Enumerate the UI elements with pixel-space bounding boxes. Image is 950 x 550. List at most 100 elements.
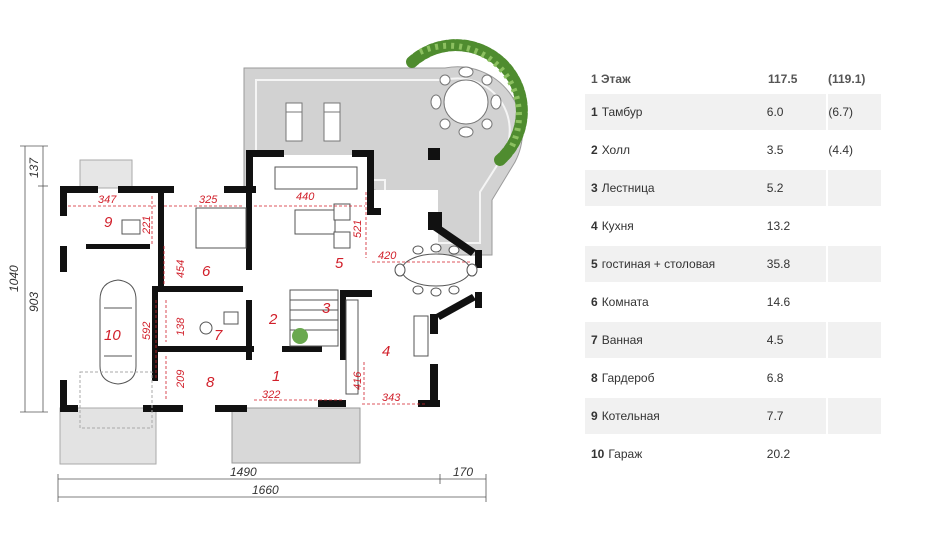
room-number-5: 5 [335,255,344,272]
walls [60,150,482,412]
room-total: (6.7) [826,94,881,130]
armchair-2 [333,231,351,249]
room-area: 4.5 [766,333,784,347]
plant [292,328,308,344]
room-name: Лестница [601,181,655,195]
dimension-lines [68,192,472,405]
shrub-ring-inner [418,42,522,152]
armchair [333,203,351,221]
dim-521: 521 [352,220,364,238]
room-number-2: 2 [268,311,278,328]
room-name: Кухня [601,219,634,233]
room-number-4: 4 [382,343,390,360]
room-number-9: 9 [104,214,113,231]
sun-loungers [285,102,341,142]
dim-325: 325 [199,194,218,206]
room-numbers: 1 2 3 4 5 6 7 8 9 10 [104,214,390,391]
room-name: Котельная [601,409,660,423]
room-total [826,208,881,244]
table-header: 1 Этаж 117.5 (119.1) [585,66,881,92]
floor-area: 117.5 [768,72,798,86]
room-name: Гардероб [601,371,655,385]
boiler [121,219,141,235]
dim-1490: 1490 [230,465,257,479]
dim-1660: 1660 [252,483,279,497]
toilet [199,321,213,335]
room-area: 3.5 [766,143,784,157]
dining-chairs [394,243,478,297]
terrace-post [428,148,440,160]
bath-sink [223,311,239,325]
room-name: Холл [601,143,630,157]
room-total [826,284,881,320]
floor-plan: 1 2 3 4 5 6 7 8 9 10 347 325 440 521 420… [7,39,528,502]
floor-total: (119.1) [828,72,866,86]
floor-label: 1 Этаж [591,72,631,86]
room-total [826,322,881,358]
dim-137: 137 [27,157,41,178]
room-num: 3 [591,181,598,195]
room-name: Гараж [608,447,643,461]
bed [195,207,247,249]
room-area: 35.8 [766,257,791,271]
dim-138: 138 [175,317,187,336]
room-num: 7 [591,333,598,347]
room-number-1: 1 [272,368,280,385]
room-num: 6 [591,295,598,309]
room-area: 6.0 [766,105,784,119]
room-num: 4 [591,219,598,233]
dim-454: 454 [175,260,187,278]
coffee-table [294,209,336,235]
room-area: 14.6 [766,295,791,309]
sofa [274,166,358,190]
room-name: Комната [601,295,649,309]
terrace-table [443,79,489,125]
room-number-6: 6 [202,263,211,280]
dim-322: 322 [262,389,280,401]
outer-dimensions: 1490 170 1660 1040 903 137 [7,157,473,497]
room-num: 10 [591,447,605,461]
dim-343: 343 [382,392,401,404]
terrace-chairs [430,66,502,138]
outer-dimension-lines [20,145,487,502]
inner-dimensions: 347 325 440 521 420 221 454 592 138 209 … [98,191,401,404]
dim-1040: 1040 [7,265,21,292]
garage-door [79,371,153,429]
room-total [826,170,881,206]
room-number-8: 8 [206,374,215,391]
entry-step [59,407,157,465]
dim-221: 221 [141,216,153,235]
room-name: гостиная + столовая [601,257,716,271]
room-total [826,398,881,434]
kitchen-counter [345,299,359,395]
room-num: 2 [591,143,598,157]
room-area: 5.2 [766,181,784,195]
room-num: 1 [591,105,598,119]
dim-440: 440 [296,191,315,203]
stairs [289,289,339,347]
car [99,279,137,385]
room-number-10: 10 [104,327,121,344]
room-total [826,360,881,396]
room-total [826,436,881,472]
dim-592: 592 [141,322,153,340]
room-total [826,246,881,282]
room-num: 9 [591,409,598,423]
terrace-border [255,77,511,244]
dim-416: 416 [352,371,364,390]
dim-209: 209 [175,370,187,389]
room-total: (4.4) [826,132,881,168]
room-name: Ванная [601,333,643,347]
room-number-7: 7 [214,327,223,344]
dim-903: 903 [27,292,41,312]
